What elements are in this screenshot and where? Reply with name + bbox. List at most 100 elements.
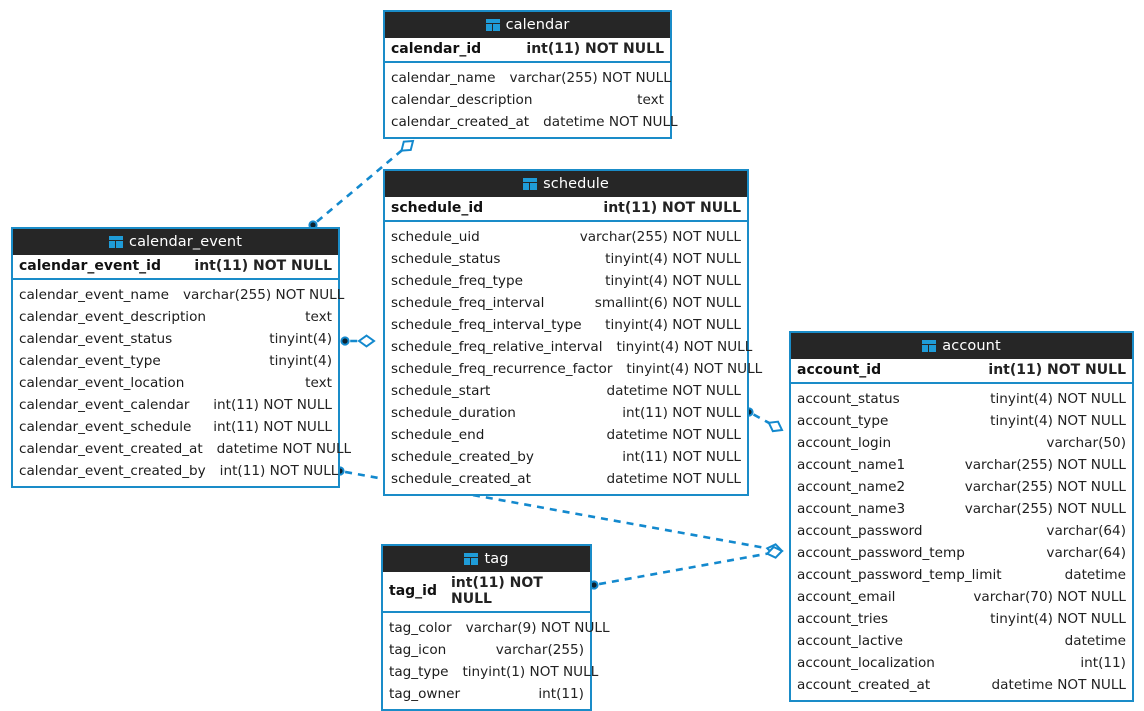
field-type: tinyint(4) NOT NULL bbox=[990, 413, 1126, 429]
field-name: account_name3 bbox=[797, 501, 906, 517]
field-name: schedule_freq_interval bbox=[391, 295, 545, 311]
table-header-account[interactable]: account bbox=[791, 333, 1132, 359]
field-name: tag_owner bbox=[389, 686, 461, 702]
relationship-calendar_event-to-schedule[interactable] bbox=[340, 334, 376, 348]
table-header-tag[interactable]: tag bbox=[383, 546, 590, 572]
field-name: account_name2 bbox=[797, 479, 906, 495]
field-row[interactable]: account_name3 varchar(255) NOT NULL bbox=[791, 498, 1132, 520]
field-name: schedule_start bbox=[391, 383, 491, 399]
field-type: datetime NOT NULL bbox=[606, 471, 741, 487]
relationship-schedule-to-account[interactable] bbox=[744, 407, 784, 433]
table-header-calendar_event[interactable]: calendar_event bbox=[13, 229, 338, 255]
relationship-source-dot bbox=[340, 336, 350, 346]
table-header-calendar[interactable]: calendar bbox=[385, 12, 670, 38]
field-type: tinyint(4) bbox=[269, 353, 332, 369]
field-type: datetime NOT NULL bbox=[543, 114, 678, 130]
field-name: calendar_event_status bbox=[19, 331, 173, 347]
table-icon bbox=[922, 340, 937, 352]
field-name: tag_id bbox=[389, 583, 437, 599]
field-name: schedule_created_at bbox=[391, 471, 531, 487]
field-row[interactable]: calendar_created_at datetime NOT NULL bbox=[385, 111, 678, 133]
field-name: schedule_created_by bbox=[391, 449, 534, 465]
field-type: int(11) bbox=[1080, 655, 1126, 671]
field-name: schedule_id bbox=[391, 200, 484, 216]
field-type: datetime NOT NULL bbox=[606, 383, 741, 399]
field-name: account_tries bbox=[797, 611, 889, 627]
field-name: schedule_status bbox=[391, 251, 501, 267]
relationship-tag-to-account[interactable] bbox=[589, 545, 784, 590]
field-type: text bbox=[305, 375, 332, 391]
field-name: calendar_event_id bbox=[19, 258, 161, 274]
table-icon bbox=[464, 553, 479, 565]
primary-key-row[interactable]: calendar_event_id int(11) NOT NULL bbox=[13, 255, 338, 280]
field-row[interactable]: schedule_start datetime NOT NULL bbox=[385, 380, 747, 402]
field-name: calendar_name bbox=[391, 70, 496, 86]
field-name: calendar_created_at bbox=[391, 114, 530, 130]
field-row[interactable]: schedule_created_at datetime NOT NULL bbox=[385, 468, 747, 490]
field-type: tinyint(4) NOT NULL bbox=[616, 339, 753, 355]
field-name: account_localization bbox=[797, 655, 935, 671]
field-row[interactable]: account_localization int(11) bbox=[791, 652, 1132, 674]
relationship-line bbox=[752, 413, 776, 428]
table-calendar_event[interactable]: calendar_event calendar_event_id int(11) N… bbox=[11, 227, 351, 488]
relationship-target-diamond bbox=[765, 543, 784, 557]
field-type: int(11) NOT NULL bbox=[194, 258, 332, 274]
field-name: calendar_event_calendar bbox=[19, 397, 190, 413]
table-title: calendar_event bbox=[129, 234, 242, 250]
field-row[interactable]: schedule_freq_relative_interval tinyint(4… bbox=[385, 336, 752, 358]
field-type: varchar(50) bbox=[1046, 435, 1126, 451]
field-name: schedule_freq_relative_interval bbox=[391, 339, 603, 355]
field-type: varchar(255) NOT NULL bbox=[964, 457, 1126, 473]
table-header-schedule[interactable]: schedule bbox=[385, 171, 747, 197]
field-type: varchar(255) NOT NULL bbox=[964, 501, 1126, 517]
